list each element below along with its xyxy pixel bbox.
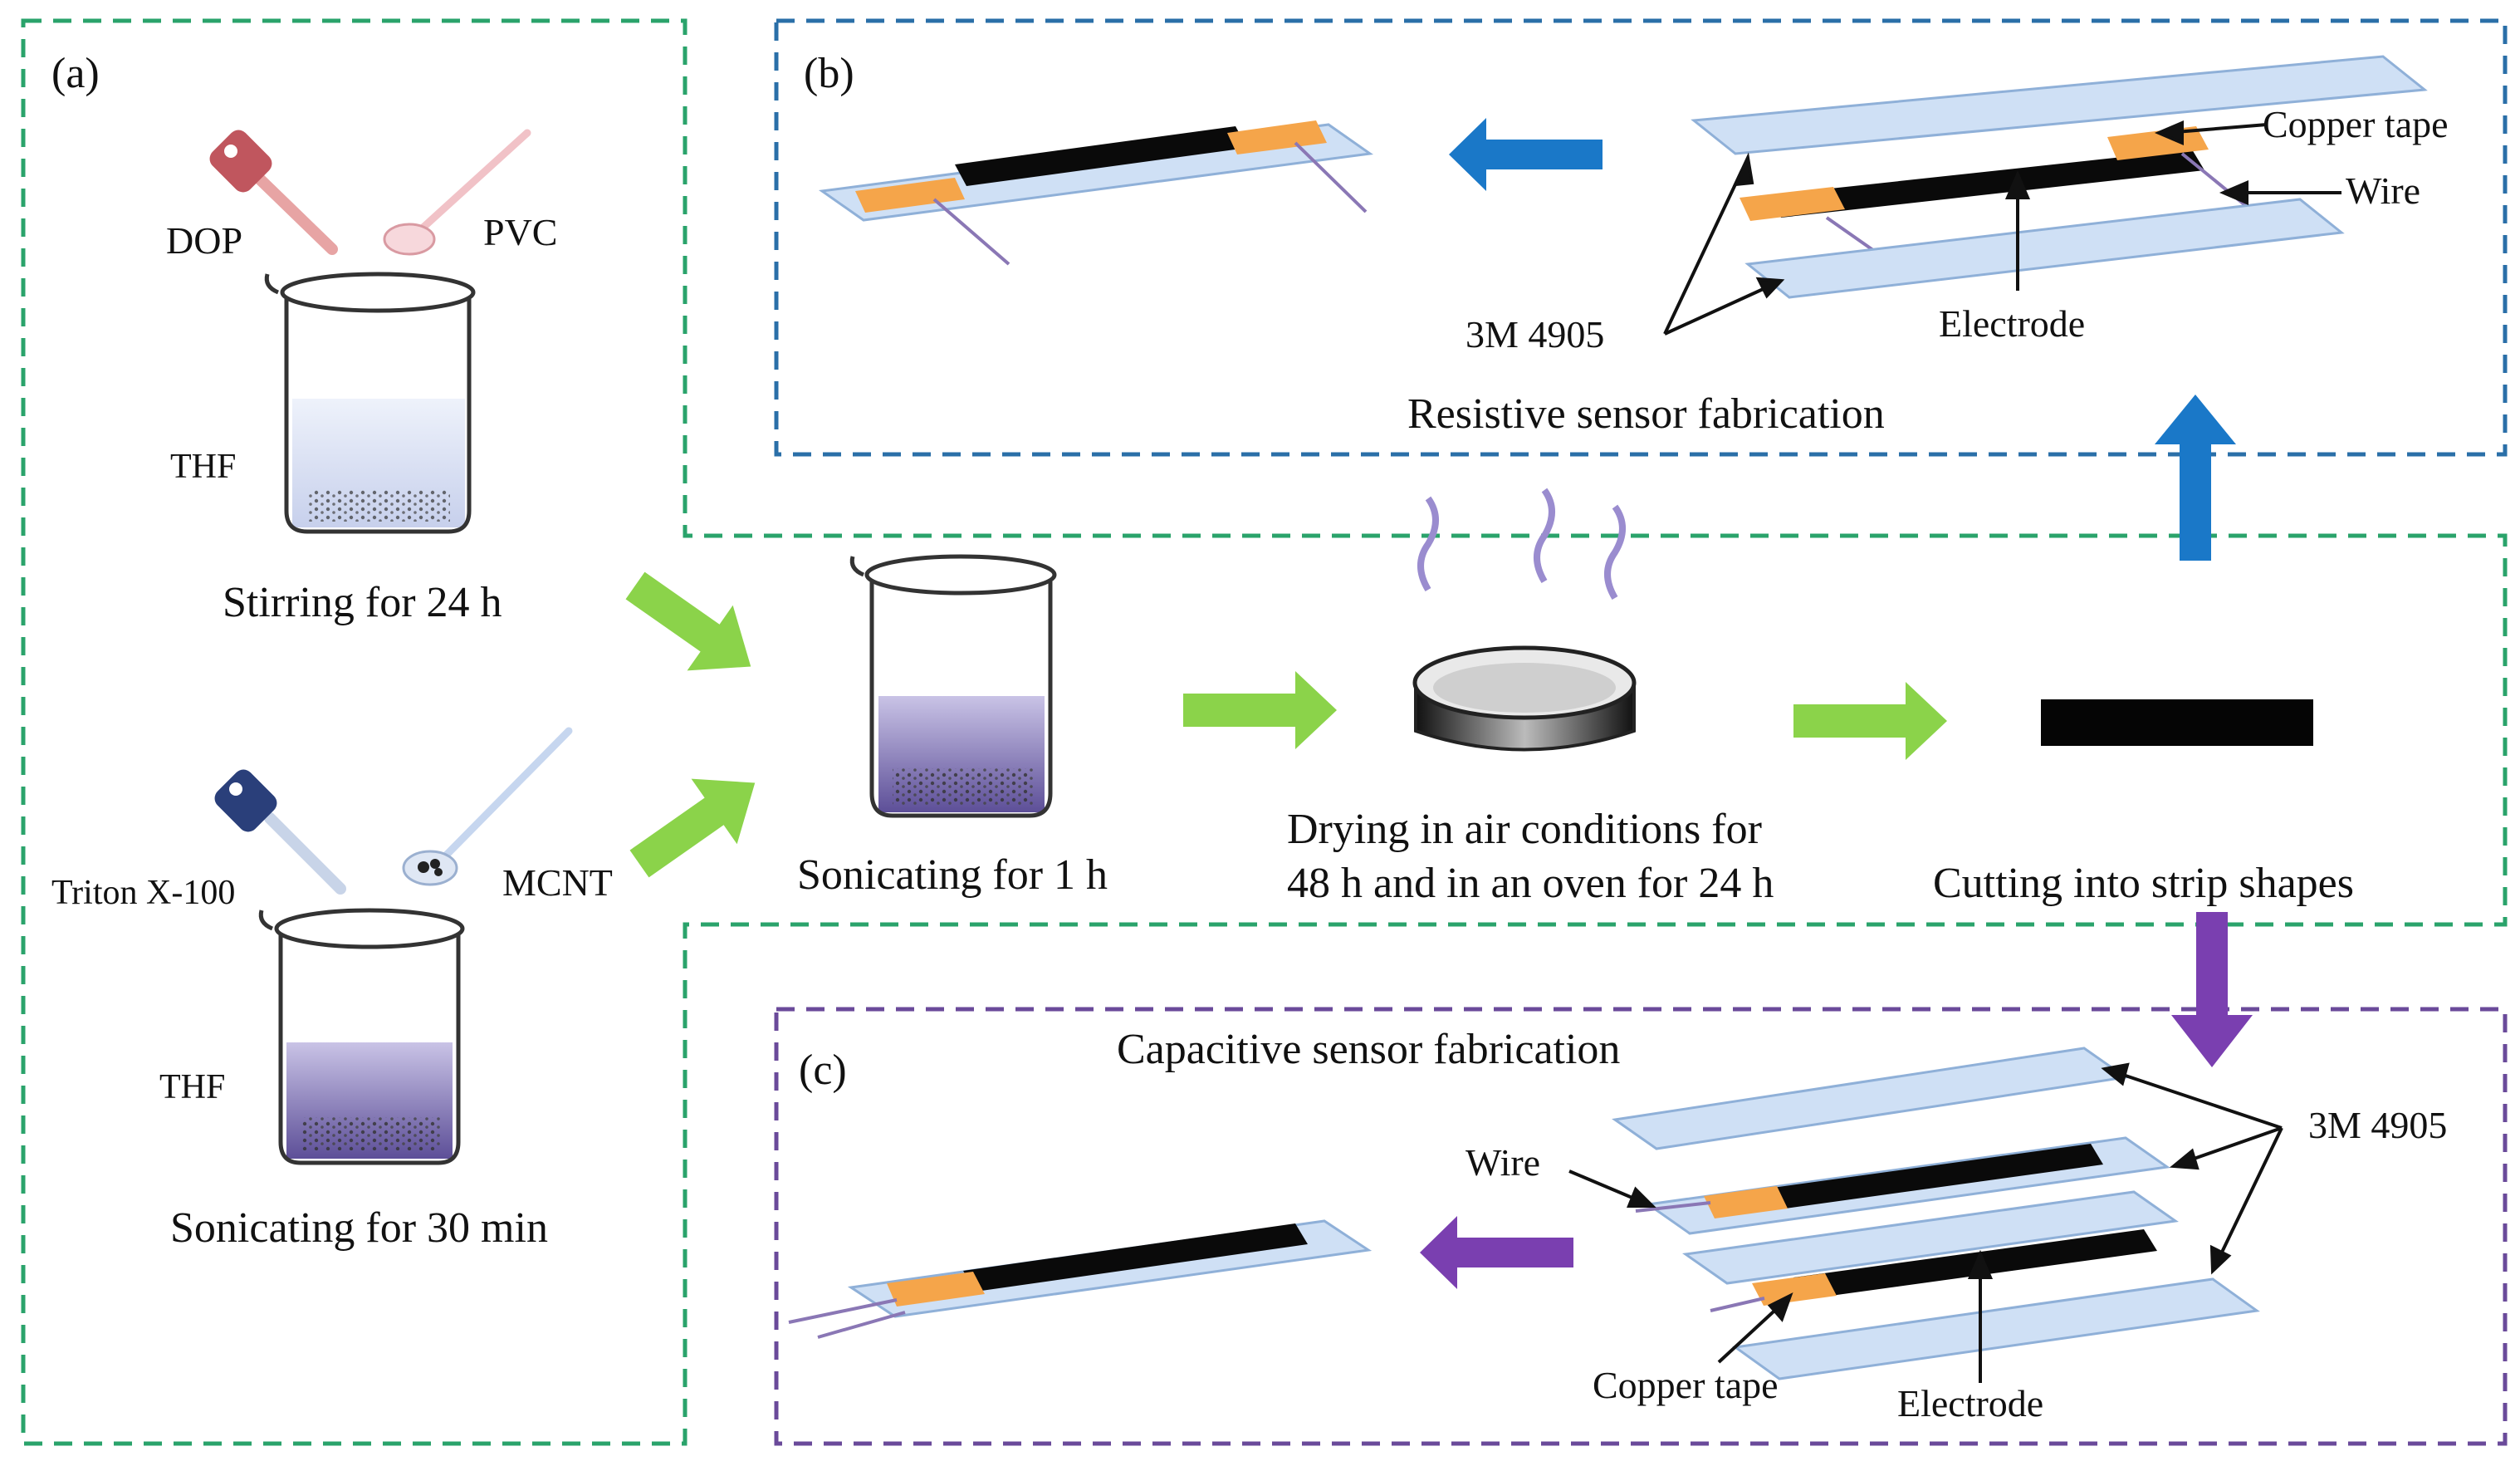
panel-c-copper-tape-label: Copper tape [1593, 1364, 1779, 1406]
panel-b-copper-tape-label: Copper tape [2263, 103, 2449, 145]
solvent-thf-top-label: THF [170, 448, 236, 486]
step-stirring-label: Stirring for 24 h [223, 579, 502, 626]
step-drying-line1-label: Drying in air conditions for [1287, 806, 1762, 853]
purple-arrow-down [2171, 912, 2253, 1067]
green-arrow-down-right [625, 571, 751, 671]
reagent-dop-label: DOP [166, 219, 242, 262]
solvent-thf-bottom-label: THF [159, 1068, 225, 1106]
panel-b-wire-label: Wire [2346, 169, 2420, 212]
spoon-pvc-icon [383, 129, 531, 256]
green-arrow-right-2 [1793, 682, 1947, 760]
reagent-triton-label: Triton X-100 [51, 874, 235, 912]
green-arrow-right-1 [1183, 671, 1337, 749]
purple-arrow-left [1420, 1216, 1573, 1289]
reagent-mcnt-label: MCNT [502, 861, 613, 904]
panel-c-electrode-label: Electrode [1897, 1382, 2043, 1424]
step-sonicating-1h-label: Sonicating for 1 h [797, 851, 1108, 899]
black-strip [2041, 699, 2313, 746]
panel-b-3m-label: 3M 4905 [1466, 313, 1604, 355]
panel-b-label: (b) [804, 50, 854, 97]
panel-b-frame [774, 18, 2508, 457]
panel-c-3m-label: 3M 4905 [2308, 1104, 2447, 1146]
panel-c-title: Capacitive sensor fabrication [1117, 1026, 1620, 1073]
capacitive-sensor-assembled [788, 1219, 1373, 1339]
panel-c-frame [774, 1007, 2508, 1446]
dropper-triton-icon [214, 769, 346, 895]
panel-c-wire-label: Wire [1466, 1141, 1540, 1184]
dropper-dop-icon [209, 130, 338, 255]
resistive-sensor-assembled [818, 120, 1374, 266]
blue-arrow-left [1449, 118, 1603, 191]
resistive-sensor-exploded [1691, 55, 2428, 299]
panel-c-callouts [1568, 1062, 2283, 1383]
reagent-pvc-label: PVC [483, 211, 557, 253]
panel-b-electrode-label: Electrode [1939, 302, 2085, 345]
panel-a-label: (a) [51, 50, 100, 97]
panel-c-label: (c) [799, 1047, 847, 1094]
step-drying-line2-label: 48 h and in an oven for 24 h [1287, 860, 1774, 907]
step-sonicating-30-label: Sonicating for 30 min [170, 1204, 548, 1252]
step-cutting-label: Cutting into strip shapes [1933, 860, 2354, 907]
beaker-top-icon [264, 272, 476, 534]
spoon-mcnt-icon [402, 727, 573, 886]
panel-b-callouts [1663, 120, 2341, 336]
beaker-bottom-icon [258, 908, 465, 1165]
capacitive-sensor-exploded [1612, 1047, 2260, 1380]
panel-a-frame [21, 18, 2508, 1446]
blue-arrow-up [2155, 395, 2236, 561]
panel-b-title: Resistive sensor fabrication [1407, 390, 1885, 438]
petri-dish-icon [1412, 488, 1637, 752]
beaker-center-icon [849, 554, 1057, 818]
green-arrow-up-right [629, 778, 756, 878]
